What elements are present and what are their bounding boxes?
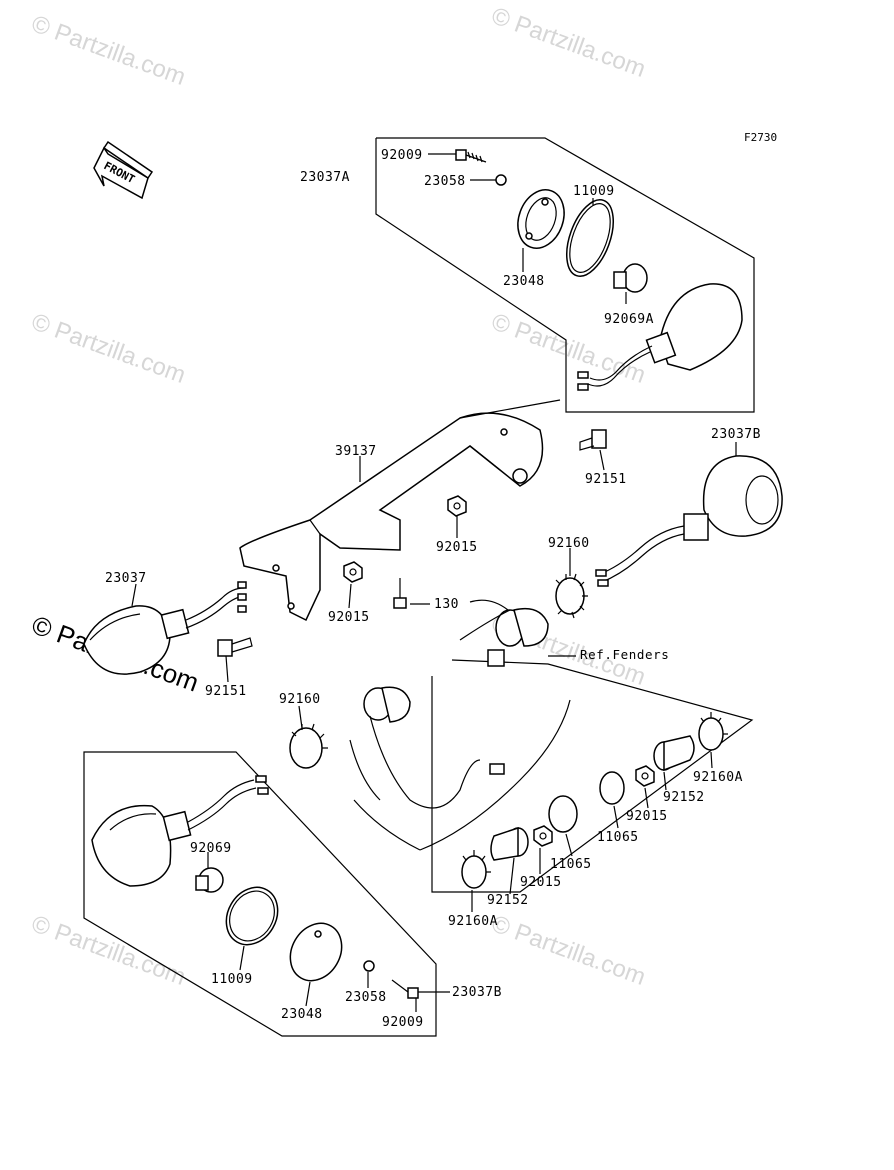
part-labels: 92009 23037A 23058 11009 23048 92069A 23… xyxy=(105,148,761,1030)
lower-mount-tube xyxy=(349,686,571,851)
label-92151-left: 92151 xyxy=(205,684,247,699)
turn-signal-housing-23037B-lower xyxy=(91,775,269,887)
nut-92015-low xyxy=(533,825,553,847)
figure-code: F2730 xyxy=(744,131,777,144)
grommet-92160A-low xyxy=(461,850,491,889)
label-23048-top: 23048 xyxy=(503,274,545,289)
label-92069: 92069 xyxy=(190,841,232,856)
watermark-faint: © Partzilla.com xyxy=(28,308,189,389)
gasket-11009-top xyxy=(566,199,614,277)
label-11065-right: 11065 xyxy=(597,830,639,845)
label-92152-right: 92152 xyxy=(663,790,705,805)
label-92160A-low: 92160A xyxy=(448,914,498,929)
label-23058-top: 23058 xyxy=(424,174,466,189)
assembly-outline-23037A xyxy=(375,137,755,413)
spacer-92152-right xyxy=(653,735,695,772)
cap-11065-left xyxy=(548,795,578,833)
label-92151-right: 92151 xyxy=(585,472,627,487)
nut-92015-left xyxy=(343,561,363,583)
watermark-faint: © Partzilla.com xyxy=(488,2,649,83)
label-23058-bottom: 23058 xyxy=(345,990,387,1005)
label-39137: 39137 xyxy=(335,444,377,459)
assembly-outline-23037B xyxy=(83,751,437,1037)
bracket-39137 xyxy=(239,399,561,622)
label-130: 130 xyxy=(434,597,459,612)
turn-signal-housing-23037-left xyxy=(83,581,247,675)
label-ref-fenders: Ref.Fenders xyxy=(580,647,669,662)
label-92015-right: 92015 xyxy=(626,809,668,824)
leader-lines xyxy=(131,153,737,1012)
turn-signal-housing-23037A xyxy=(577,283,743,391)
label-92009-bottom: 92009 xyxy=(382,1015,424,1030)
label-23048-bottom: 23048 xyxy=(281,1007,323,1022)
nut-23058-top xyxy=(495,174,507,186)
label-11009-bottom: 11009 xyxy=(211,972,253,987)
mount-outline xyxy=(431,659,754,893)
nut-23058-bottom xyxy=(363,960,375,972)
label-92069A: 92069A xyxy=(604,312,654,327)
label-92152-low: 92152 xyxy=(487,893,529,908)
turn-signal-housing-23037B-right xyxy=(595,455,783,587)
screw-92009-bottom xyxy=(391,979,419,999)
bolt-92151-left xyxy=(217,637,253,657)
label-92160-left: 92160 xyxy=(279,692,321,707)
watermark-faint: © Partzilla.com xyxy=(28,910,189,991)
label-23037B-right: 23037B xyxy=(711,427,761,442)
grommet-92160-left xyxy=(289,723,328,769)
lens-cover-23048-top xyxy=(517,189,565,249)
watermark-faint: © Partzilla.com xyxy=(488,910,649,991)
watermark-faint: © Partzilla.com xyxy=(28,10,189,91)
bolt-130 xyxy=(393,578,407,609)
label-92015-left: 92015 xyxy=(328,610,370,625)
grommet-92160-right xyxy=(555,573,588,619)
label-23037B-bottom: 23037B xyxy=(452,985,502,1000)
nut-92015-mid xyxy=(447,495,467,517)
label-92160A-right: 92160A xyxy=(693,770,743,785)
spacer-92152-low xyxy=(490,826,529,861)
lens-cover-23048-bottom xyxy=(289,922,343,982)
label-92015-mid: 92015 xyxy=(436,540,478,555)
fender-mount-pipe xyxy=(459,599,549,667)
gasket-11009-bottom xyxy=(225,886,279,946)
label-92015-low: 92015 xyxy=(520,875,562,890)
bulb-92069A xyxy=(613,263,648,293)
label-11065-left: 11065 xyxy=(550,857,592,872)
nut-92015-right xyxy=(635,765,655,787)
label-92160-right: 92160 xyxy=(548,536,590,551)
label-11009-top: 11009 xyxy=(573,184,615,199)
label-23037A: 23037A xyxy=(300,170,350,185)
bolt-92151-right xyxy=(579,429,607,451)
label-92009-top: 92009 xyxy=(381,148,423,163)
front-direction-arrow-icon: FRONT xyxy=(93,140,154,200)
screw-92009-top xyxy=(455,149,487,163)
cap-11065-right xyxy=(599,771,625,805)
label-23037-left: 23037 xyxy=(105,571,147,586)
grommet-92160A-right xyxy=(698,712,728,751)
bulb-92069 xyxy=(195,867,224,893)
